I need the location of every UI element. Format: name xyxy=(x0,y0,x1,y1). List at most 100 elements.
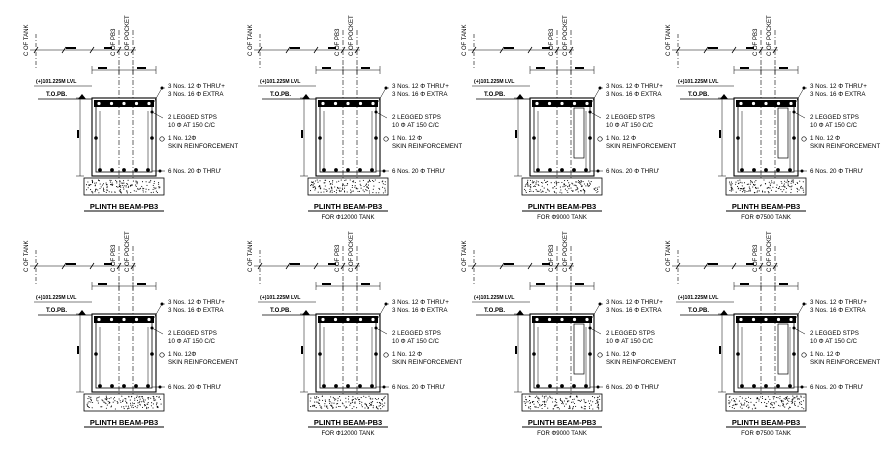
aggregate-dot xyxy=(590,404,592,406)
aggregate-dot xyxy=(750,179,752,182)
aggregate-dot xyxy=(576,181,578,183)
aggregate-dot xyxy=(105,182,107,184)
aggregate-dot xyxy=(542,190,544,192)
aggregate-dot xyxy=(801,403,803,405)
aggregate-dot xyxy=(330,190,332,192)
aggregate-dot xyxy=(772,396,774,398)
aggregate-dot xyxy=(106,399,108,401)
aggregate-dot xyxy=(331,404,333,406)
aggregate-dot xyxy=(367,407,369,409)
axis-label-pb3: C OF PB3 xyxy=(111,28,117,56)
aggregate-dot xyxy=(331,189,333,191)
callout-stirrup-spacing: 10 Φ AT 150 C/C xyxy=(810,122,858,129)
aggregate-dot xyxy=(116,182,118,184)
aggregate-dot xyxy=(569,407,571,409)
aggregate-dot xyxy=(578,400,580,402)
aggregate-dot xyxy=(777,404,780,406)
dimension-figure-mark xyxy=(328,47,336,49)
aggregate-dot xyxy=(744,187,746,189)
aggregate-dot xyxy=(735,404,737,406)
aggregate-dot xyxy=(138,396,140,398)
aggregate-dot xyxy=(532,182,534,184)
aggregate-dot xyxy=(318,186,321,188)
aggregate-dot xyxy=(786,396,788,398)
aggregate-dot xyxy=(108,401,111,403)
aggregate-dot xyxy=(343,405,345,407)
aggregate-dot xyxy=(155,399,157,401)
aggregate-dot xyxy=(797,398,799,400)
aggregate-dot xyxy=(535,189,537,191)
aggregate-dot xyxy=(101,406,103,408)
aggregate-dot xyxy=(783,403,785,405)
aggregate-dot xyxy=(379,188,381,190)
bottom-bar xyxy=(146,384,150,388)
top-bar xyxy=(776,317,781,322)
aggregate-dot xyxy=(378,187,380,189)
aggregate-dot xyxy=(105,395,107,397)
aggregate-dot xyxy=(802,400,805,402)
bottom-bar xyxy=(752,168,756,172)
aggregate-dot xyxy=(329,404,331,406)
aggregate-dot xyxy=(780,400,782,402)
callout-stirrups: 2 LEGGED STPS xyxy=(810,330,859,337)
callout-top-bars: 3 Nos. 12 Φ THRU'+ xyxy=(392,83,449,90)
dimension-tick xyxy=(61,46,67,54)
width-figure-mark xyxy=(322,283,331,285)
aggregate-dot xyxy=(111,182,113,184)
aggregate-dot xyxy=(556,407,558,409)
aggregate-dot xyxy=(559,186,561,188)
aggregate-dot xyxy=(126,191,128,193)
callout-skin-reinforcement: SKIN REINFORCEMENT xyxy=(168,359,238,366)
aggregate-dot xyxy=(794,400,796,402)
beam-section xyxy=(733,313,799,393)
aggregate-dot xyxy=(344,179,346,182)
aggregate-dot xyxy=(583,189,585,191)
skin-bar xyxy=(532,136,536,140)
aggregate-dot xyxy=(754,181,756,183)
axis-label-pb3: C OF PB3 xyxy=(549,244,555,272)
aggregate-dot xyxy=(95,188,97,190)
aggregate-dot xyxy=(151,402,153,404)
aggregate-dot xyxy=(136,181,138,183)
aggregate-dot xyxy=(749,190,751,192)
axis-label-pocket: C OF POCKET xyxy=(767,15,773,56)
aggregate-dot xyxy=(351,399,353,401)
aggregate-dot xyxy=(153,186,155,188)
top-of-beam-text: T.O.PB. xyxy=(688,308,709,314)
callout-stirrups: 2 LEGGED STPS xyxy=(810,114,859,121)
aggregate-dot xyxy=(545,404,547,406)
aggregate-dot xyxy=(747,396,750,398)
aggregate-dot xyxy=(361,406,363,408)
aggregate-dot xyxy=(106,184,108,186)
bottom-bar xyxy=(584,384,588,388)
aggregate-dot xyxy=(762,191,764,193)
aggregate-dot xyxy=(384,395,386,397)
bottom-bar xyxy=(98,384,102,388)
aggregate-dot xyxy=(790,186,792,188)
aggregate-dot xyxy=(790,188,792,190)
aggregate-dot xyxy=(105,189,108,191)
aggregate-dot xyxy=(585,401,587,403)
aggregate-dot xyxy=(114,408,116,410)
callout-skin-reinforcement: SKIN REINFORCEMENT xyxy=(606,143,676,150)
aggregate-dot xyxy=(338,189,340,191)
aggregate-dot xyxy=(373,180,375,183)
aggregate-dot xyxy=(529,402,532,404)
axis-label-pocket: C OF POCKET xyxy=(125,15,131,56)
aggregate-dot xyxy=(158,187,160,189)
aggregate-dot xyxy=(318,402,320,404)
aggregate-dot xyxy=(555,180,557,182)
aggregate-dot xyxy=(546,399,548,401)
aggregate-dot xyxy=(135,185,137,188)
aggregate-dot xyxy=(143,399,145,401)
dimension-figure-mark xyxy=(708,47,718,49)
depth-figure-mark xyxy=(719,130,721,138)
aggregate-dot xyxy=(545,401,547,403)
aggregate-dot xyxy=(128,396,130,398)
aggregate-dot xyxy=(792,395,794,397)
aggregate-dot xyxy=(540,181,543,184)
aggregate-dot xyxy=(351,407,353,410)
aggregate-dot xyxy=(559,191,561,193)
aggregate-dot xyxy=(733,404,735,406)
